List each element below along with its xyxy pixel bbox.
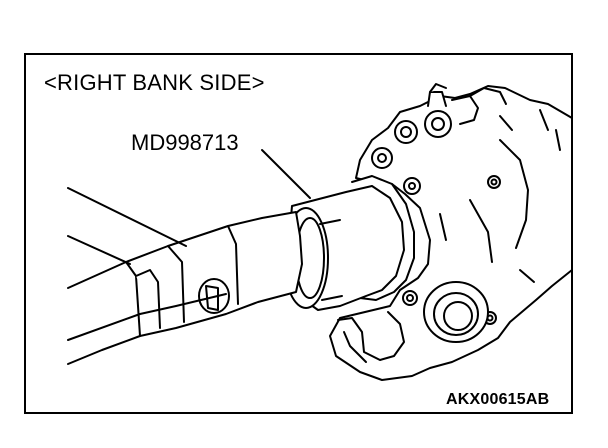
engine-housing-illustration [329, 83, 573, 381]
tool-number-label: MD998713 [131, 130, 239, 155]
camshaft-illustration [67, 187, 303, 365]
bank-side-title: <RIGHT BANK SIDE> [44, 70, 265, 95]
figure-code: AKX00615AB [446, 391, 550, 408]
special-tool-illustration [283, 175, 415, 311]
tool-leader-line [261, 149, 311, 199]
